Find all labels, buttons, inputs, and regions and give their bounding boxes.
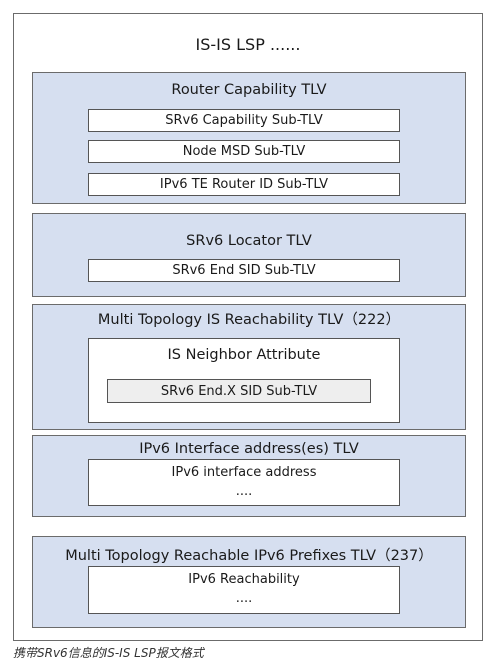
srv6-locator-tlv-title: SRv6 Locator TLV [186, 233, 312, 249]
figure-caption: 携带SRv6信息的IS-IS LSP报文格式 [13, 646, 204, 660]
ipv6-interface-address-ellipsis: .... [235, 483, 253, 499]
srv6-end-x-sid-sub-tlv: SRv6 End.X SID Sub-TLV [107, 379, 371, 403]
router-capability-tlv-title: Router Capability TLV [171, 82, 327, 98]
srv6-end-sid-sub-tlv: SRv6 End SID Sub-TLV [88, 259, 400, 282]
ipv6-reachability-ellipsis: .... [235, 590, 253, 606]
ipv6-interface-address-box [88, 459, 400, 506]
ipv6-interface-address-label: IPv6 interface address [171, 464, 317, 480]
lsp-title: IS-IS LSP ...... [195, 34, 301, 54]
node-msd-sub-tlv: Node MSD Sub-TLV [88, 140, 400, 163]
mt-is-reachability-tlv-title: Multi Topology IS Reachability TLV（222） [97, 311, 401, 328]
ipv6-reachability-box [88, 566, 400, 614]
ipv6-reachability-label: IPv6 Reachability [188, 571, 300, 587]
mt-reachable-ipv6-prefixes-tlv-title: Multi Topology Reachable IPv6 Prefixes T… [65, 547, 433, 564]
ipv6-interface-address-tlv-title: IPv6 Interface address(es) TLV [139, 441, 359, 457]
srv6-capability-sub-tlv: SRv6 Capability Sub-TLV [88, 109, 400, 132]
is-neighbor-attribute-title: IS Neighbor Attribute [167, 347, 321, 363]
ipv6-te-router-id-sub-tlv: IPv6 TE Router ID Sub-TLV [88, 173, 400, 196]
srv6-locator-tlv [32, 213, 466, 297]
